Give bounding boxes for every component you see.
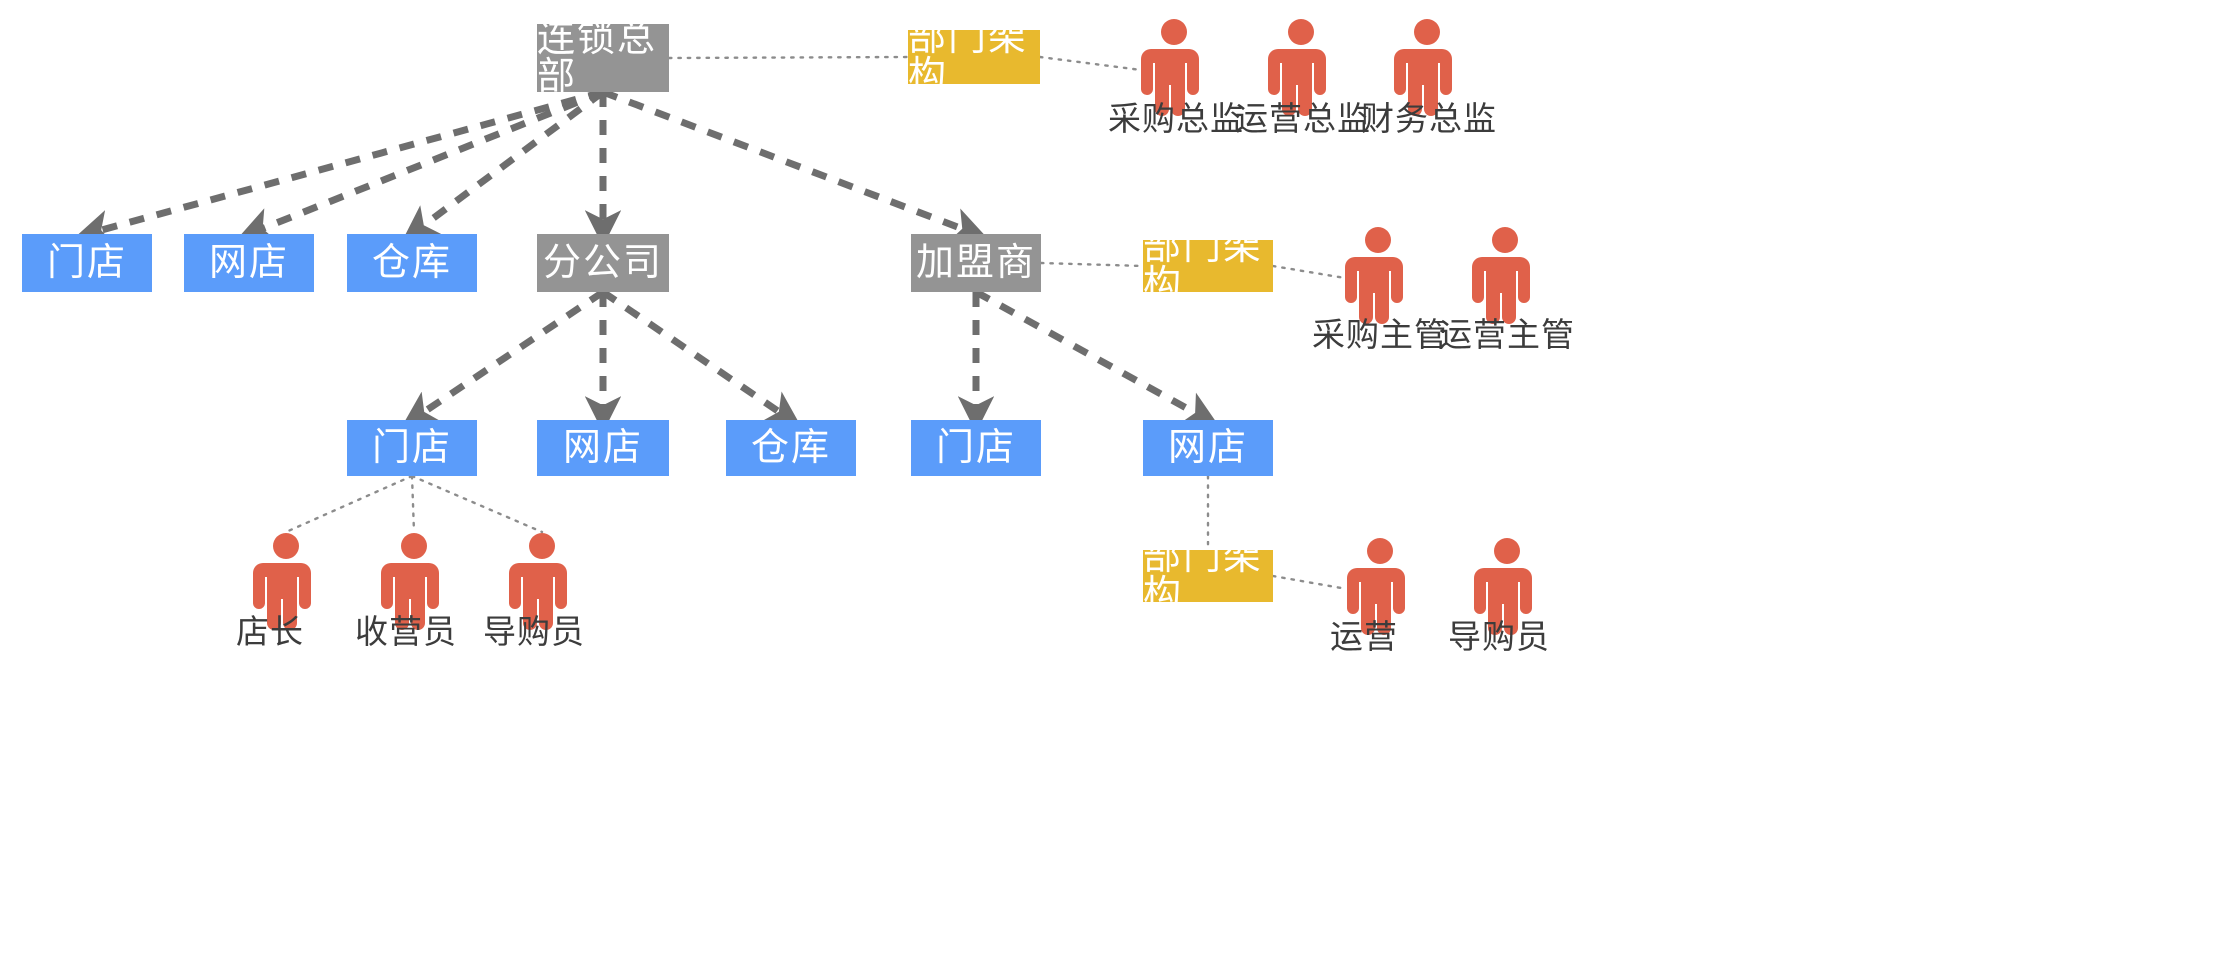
- person-icon: [253, 532, 319, 650]
- person-label-p1: 采购总监: [1108, 100, 1244, 137]
- person-icon: [1472, 226, 1538, 344]
- node-warehouse_b[interactable]: 仓库: [726, 420, 856, 476]
- person-label-p3: 财务总监: [1361, 100, 1497, 137]
- connector-e17: [284, 474, 414, 534]
- connector-e11: [667, 55, 910, 60]
- connector-e3: [401, 89, 606, 242]
- node-store_c[interactable]: 门店: [911, 420, 1041, 476]
- person-label-p4: 采购主管: [1312, 316, 1448, 353]
- node-label: 网店: [1167, 427, 1248, 469]
- person-label-p2: 运营总监: [1235, 100, 1371, 137]
- node-label: 加盟商: [915, 242, 1036, 284]
- person-icon: [1141, 18, 1207, 136]
- connector-e2: [237, 88, 605, 243]
- person-icon: [1474, 537, 1540, 655]
- node-label: 网店: [562, 427, 643, 469]
- person-icon: [1394, 18, 1460, 136]
- node-label: 仓库: [750, 427, 831, 469]
- node-dept_hq[interactable]: 部门架构: [908, 19, 1040, 95]
- node-label: 部门架构: [1143, 536, 1264, 616]
- person-icon: [381, 532, 447, 650]
- person-icon: [1345, 226, 1411, 344]
- person-label-p5: 运营主管: [1439, 316, 1575, 353]
- node-dept_fr[interactable]: 部门架构: [1143, 228, 1273, 304]
- node-online_c[interactable]: 网店: [1143, 420, 1273, 476]
- node-label: 连锁总部: [537, 18, 658, 98]
- node-label: 分公司: [542, 242, 663, 284]
- node-label: 部门架构: [1143, 226, 1264, 306]
- node-dept_online_c[interactable]: 部门架构: [1143, 538, 1273, 614]
- connector-e16: [1271, 574, 1349, 591]
- node-store_b[interactable]: 门店: [347, 420, 477, 476]
- node-warehouse_a[interactable]: 仓库: [347, 234, 477, 292]
- person-icon: [509, 532, 575, 650]
- connector-e8: [601, 289, 802, 428]
- node-branch[interactable]: 分公司: [537, 234, 669, 292]
- person-label-p7: 收营员: [355, 613, 457, 650]
- connector-e14: [1271, 264, 1347, 280]
- node-label: 仓库: [371, 242, 452, 284]
- node-label: 门店: [46, 242, 127, 284]
- node-hq[interactable]: 连锁总部: [537, 20, 669, 96]
- person-label-p10: 导购员: [1448, 618, 1550, 655]
- node-label: 部门架构: [908, 17, 1029, 97]
- connector-e13: [1039, 261, 1145, 268]
- person-icon: [1268, 18, 1334, 136]
- person-icon: [1347, 537, 1413, 655]
- connector-e10: [974, 288, 1220, 427]
- connector-e5: [601, 88, 988, 243]
- node-store_a[interactable]: 门店: [22, 234, 152, 292]
- node-online_a[interactable]: 网店: [184, 234, 314, 292]
- connector-e12: [1038, 55, 1143, 72]
- node-label: 门店: [371, 427, 452, 469]
- node-franchisee[interactable]: 加盟商: [911, 234, 1041, 292]
- connector-e6: [401, 289, 605, 428]
- node-label: 门店: [935, 427, 1016, 469]
- connector-e19: [410, 474, 544, 534]
- connector-e1: [74, 88, 604, 246]
- person-label-p9: 运营: [1330, 618, 1398, 655]
- person-label-p6: 店长: [236, 613, 304, 650]
- person-label-p8: 导购员: [483, 613, 585, 650]
- node-online_b[interactable]: 网店: [537, 420, 669, 476]
- node-label: 网店: [208, 242, 289, 284]
- connector-e18: [410, 474, 416, 534]
